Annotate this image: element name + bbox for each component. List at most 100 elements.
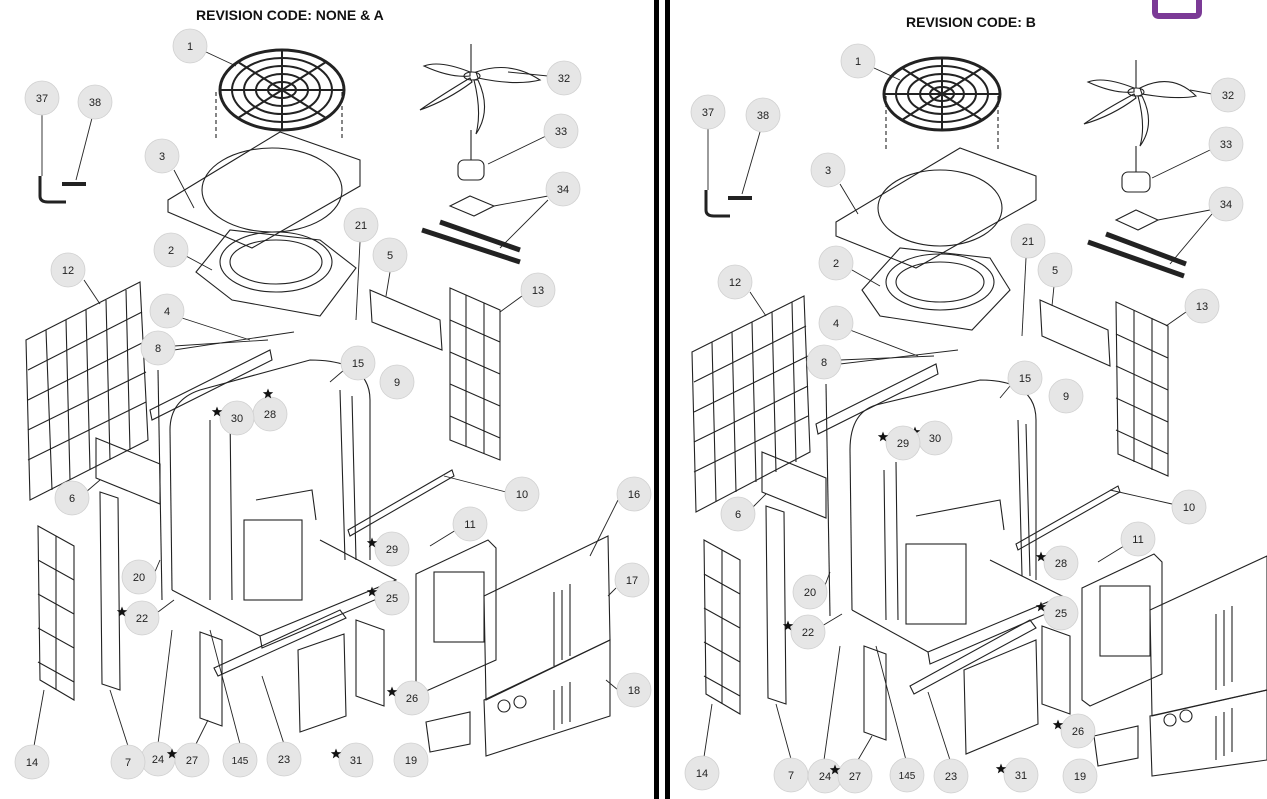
callout-number: 23 <box>278 754 290 766</box>
star-icon <box>1035 601 1047 612</box>
callout-number: 32 <box>1222 90 1234 102</box>
callout-number: 30 <box>231 413 243 425</box>
callout-bubble <box>1062 758 1098 794</box>
callout-bubble <box>14 744 50 780</box>
wire-guard-bottom <box>37 525 75 701</box>
callout-number: 11 <box>464 519 475 531</box>
star-icon <box>1035 551 1047 562</box>
callout-number: 10 <box>1183 502 1195 514</box>
callout-number: 1 <box>855 56 861 68</box>
callout-number: 13 <box>532 285 544 297</box>
callout-bubble <box>745 97 781 133</box>
callout-bubble <box>172 28 208 64</box>
drain-panel <box>199 631 223 727</box>
star-icon <box>366 537 378 548</box>
callout-bubble <box>374 531 410 567</box>
fan-shroud <box>195 229 357 317</box>
callout-bubble <box>1048 378 1084 414</box>
callout-6: 6 <box>720 496 756 532</box>
callout-bubble <box>1184 288 1220 324</box>
callout-number: 5 <box>1052 265 1058 277</box>
callout-19: 19 <box>393 742 429 778</box>
callout-26: 26 <box>386 680 430 716</box>
callout-bubble <box>1007 360 1043 396</box>
callout-9: 9 <box>1048 378 1084 414</box>
exploded-view-right <box>691 56 1267 777</box>
callout-8: 8 <box>806 344 842 380</box>
callout-number: 4 <box>833 318 839 330</box>
callout-number: 26 <box>406 693 418 705</box>
leader-lines <box>33 51 619 747</box>
callout-number: 10 <box>516 489 528 501</box>
callout-bubble <box>343 207 379 243</box>
callout-bubble <box>222 742 258 778</box>
callout-bubble <box>452 506 488 542</box>
callout-37: 37 <box>690 94 726 130</box>
callout-bubble <box>1060 713 1096 749</box>
callout-1: 1 <box>172 28 208 64</box>
callout-bubble <box>616 476 652 512</box>
star-icon <box>829 764 841 775</box>
callout-number: 21 <box>1022 236 1034 248</box>
callout-145: 145 <box>889 757 925 793</box>
callout-9: 9 <box>379 364 415 400</box>
callout-3: 3 <box>810 152 846 188</box>
callout-4: 4 <box>818 305 854 341</box>
callout-number: 19 <box>405 755 417 767</box>
callout-27: 27 <box>829 758 873 794</box>
callout-bubble <box>379 364 415 400</box>
wire-guard-right <box>1115 301 1169 477</box>
callout-number: 16 <box>628 489 640 501</box>
callout-number: 37 <box>702 107 714 119</box>
callout-21: 21 <box>1010 223 1046 259</box>
callout-number: 12 <box>729 277 741 289</box>
callout-number: 12 <box>62 265 74 277</box>
logo-icon <box>1152 0 1202 19</box>
callout-bubble <box>840 43 876 79</box>
callout-12: 12 <box>50 252 86 288</box>
top-panel <box>761 451 827 519</box>
callout-12: 12 <box>717 264 753 300</box>
callout-number: 25 <box>1055 608 1067 620</box>
callout-7: 7 <box>110 744 146 780</box>
callout-29: 29 <box>366 531 410 567</box>
callout-19: 19 <box>1062 758 1098 794</box>
callout-1: 1 <box>840 43 876 79</box>
callout-number: 25 <box>386 593 398 605</box>
callout-number: 34 <box>557 184 569 196</box>
terminal-plate <box>425 711 471 753</box>
callout-13: 13 <box>1184 288 1220 324</box>
post <box>825 383 831 617</box>
callout-8: 8 <box>140 330 176 366</box>
callout-number: 3 <box>159 151 165 163</box>
pipe-part-37 <box>38 176 66 204</box>
callout-23: 23 <box>933 758 969 794</box>
callout-number: 9 <box>394 377 400 389</box>
callout-number: 20 <box>804 587 816 599</box>
callout-number: 38 <box>89 97 101 109</box>
callout-bubble <box>792 574 828 610</box>
callout-bubble <box>1003 757 1039 793</box>
callout-number: 29 <box>386 544 398 556</box>
callout-number: 8 <box>821 357 827 369</box>
callout-number: 38 <box>757 110 769 122</box>
wire-guard-left <box>25 281 149 501</box>
callout-30: 30 <box>211 400 255 436</box>
callout-bubble <box>24 80 60 116</box>
callout-number: 33 <box>1220 139 1232 151</box>
callout-bubble <box>393 742 429 778</box>
star-icon <box>995 763 1007 774</box>
callout-bubble <box>504 476 540 512</box>
callout-37: 37 <box>24 80 60 116</box>
callout-10: 10 <box>504 476 540 512</box>
callout-number: 28 <box>264 409 276 421</box>
callout-number: 22 <box>802 627 814 639</box>
star-icon <box>116 606 128 617</box>
star-icon <box>166 748 178 759</box>
post <box>157 369 163 601</box>
fan-blade <box>419 44 542 135</box>
callout-145: 145 <box>222 742 258 778</box>
callout-bubble <box>545 171 581 207</box>
callout-number: 31 <box>350 755 362 767</box>
callout-bubble <box>1171 489 1207 525</box>
